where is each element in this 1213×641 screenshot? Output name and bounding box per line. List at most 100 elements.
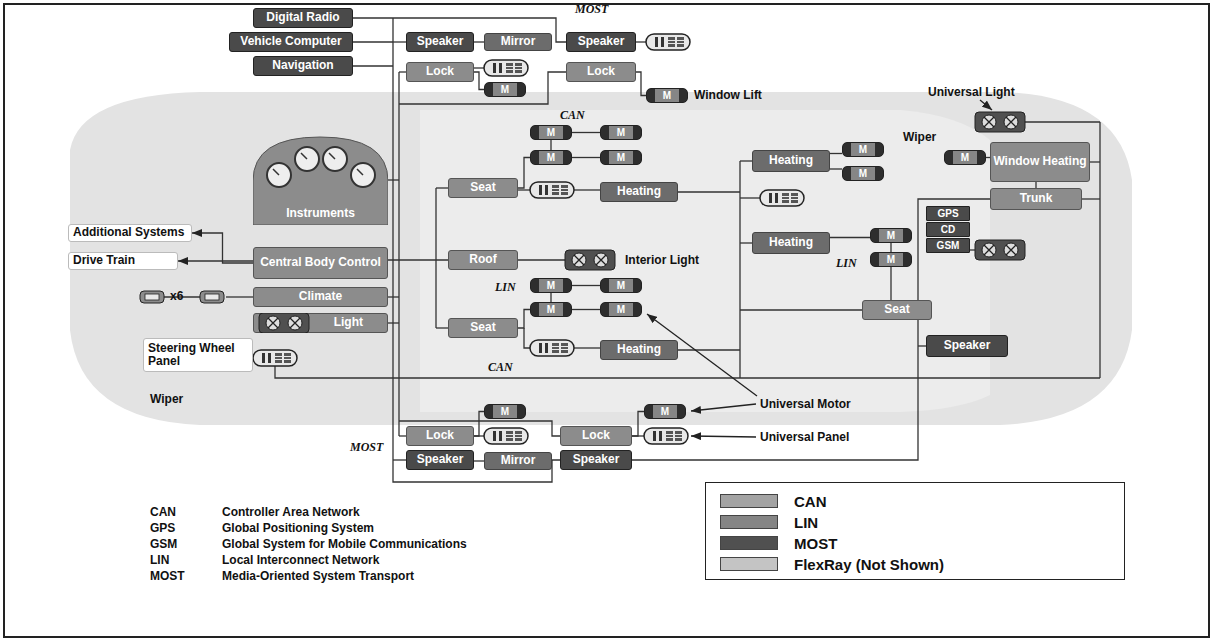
module-label: Seat — [884, 303, 909, 316]
legend-text: CAN — [794, 493, 827, 510]
lin-module: Heating — [752, 232, 830, 254]
motor-icon: M — [530, 278, 572, 293]
car-window — [420, 110, 990, 412]
motor-icon: M — [644, 404, 686, 419]
legend-row: MOST — [720, 535, 837, 551]
system-label-box: Additional Systems — [68, 224, 192, 242]
module-label: M — [547, 152, 555, 163]
module-label: Central Body Control — [260, 256, 381, 269]
bus-connector — [572, 309, 600, 310]
media-module: CD — [926, 222, 970, 237]
module-label: M — [547, 304, 555, 315]
part-label: Universal Light — [928, 85, 1015, 99]
can-module: Window Heating — [990, 142, 1090, 182]
motor-icon: M — [842, 166, 884, 181]
legend-box: CAN LIN MOST FlexRay (Not Shown) — [705, 482, 1125, 580]
can-module: Lock — [406, 62, 474, 82]
bus-name: MOST — [575, 2, 608, 17]
panel-icon — [253, 350, 297, 366]
can-module: Lock — [560, 426, 632, 446]
bus-connector — [572, 157, 600, 158]
bus-name: CAN — [560, 108, 585, 123]
module-label: M — [663, 90, 671, 101]
abbreviation-meaning: Controller Area Network — [222, 505, 360, 519]
bus-connector — [830, 153, 842, 154]
module-label: M — [887, 230, 895, 241]
icons — [140, 34, 1025, 444]
motor-icon: M — [842, 142, 884, 157]
motor-icon: M — [484, 82, 526, 97]
module-label: Lock — [426, 65, 454, 78]
most-module: Navigation — [253, 56, 353, 76]
abbreviation-meaning: Local Interconnect Network — [222, 553, 379, 567]
motor-icon: M — [870, 252, 912, 267]
lamp-icon — [565, 250, 615, 270]
module-label: Heating — [769, 154, 813, 167]
instrument-cluster: Instruments — [253, 135, 388, 225]
legend-swatch — [720, 494, 778, 508]
button-icon — [140, 291, 164, 303]
panel-icon — [484, 428, 528, 444]
module-label: Navigation — [272, 59, 333, 72]
bus-connector — [518, 310, 530, 329]
abbreviation: GPS — [150, 521, 175, 535]
most-module: Speaker — [406, 32, 474, 52]
module-label: M — [617, 127, 625, 138]
module-label: Speaker — [944, 339, 991, 352]
bus-name: MOST — [350, 440, 383, 455]
can-module: Seat — [862, 300, 932, 320]
motor-icon: M — [944, 150, 986, 165]
legend-row: LIN — [720, 514, 818, 530]
bus-connector — [474, 41, 484, 42]
can-module: Lock — [406, 426, 474, 446]
system-label-box: Drive Train — [68, 252, 178, 270]
system-label-box: Steering Wheel Panel — [143, 338, 253, 372]
lamp-icon — [258, 313, 310, 333]
can-module: Seat — [448, 318, 518, 338]
can-module: Lock — [566, 62, 636, 82]
bus-connector — [474, 412, 484, 437]
module-label: Heating — [617, 185, 661, 198]
media-module: GSM — [926, 238, 970, 253]
lin-module: Mirror — [484, 452, 552, 470]
module-label: M — [501, 84, 509, 95]
legend-text: FlexRay (Not Shown) — [794, 556, 944, 573]
module-label: Speaker — [417, 453, 464, 466]
car-silhouette — [70, 92, 1132, 425]
can-module: Trunk — [990, 188, 1082, 210]
module-label: Vehicle Computer — [240, 35, 341, 48]
module-label: Additional Systems — [73, 226, 184, 239]
most-module: Speaker — [560, 450, 632, 470]
legend-swatch — [720, 515, 778, 529]
abbreviation: MOST — [150, 569, 185, 583]
bus-name: CAN — [488, 360, 513, 375]
part-label: Wiper — [903, 130, 936, 144]
lin-module: Mirror — [484, 33, 552, 51]
most-module: Speaker — [566, 32, 636, 52]
can-module: Climate — [253, 287, 388, 307]
module-label: Speaker — [578, 35, 625, 48]
can-module: Central Body Control — [253, 247, 388, 279]
module-label: Mirror — [501, 454, 536, 467]
most-module: Speaker — [406, 450, 474, 470]
module-label: Mirror — [501, 35, 536, 48]
abbreviation: CAN — [150, 505, 176, 519]
bus-connector — [830, 237, 870, 238]
module-label: Seat — [470, 321, 495, 334]
module-label: Window Heating — [993, 155, 1086, 168]
bus-connector — [178, 260, 253, 261]
lamp-icon — [975, 240, 1025, 260]
bus-connector — [632, 412, 644, 437]
motor-icon: M — [600, 278, 642, 293]
part-label: x6 — [170, 289, 183, 303]
module-label: Trunk — [1020, 192, 1053, 205]
abbreviation-meaning: Global System for Mobile Communications — [222, 537, 467, 551]
panel-icon — [484, 60, 528, 76]
part-label: Window Lift — [694, 88, 762, 102]
module-label: M — [617, 152, 625, 163]
lin-module: Heating — [600, 340, 678, 360]
bus-connector — [636, 72, 646, 96]
bus-connector — [572, 132, 600, 133]
module-label: M — [887, 254, 895, 265]
